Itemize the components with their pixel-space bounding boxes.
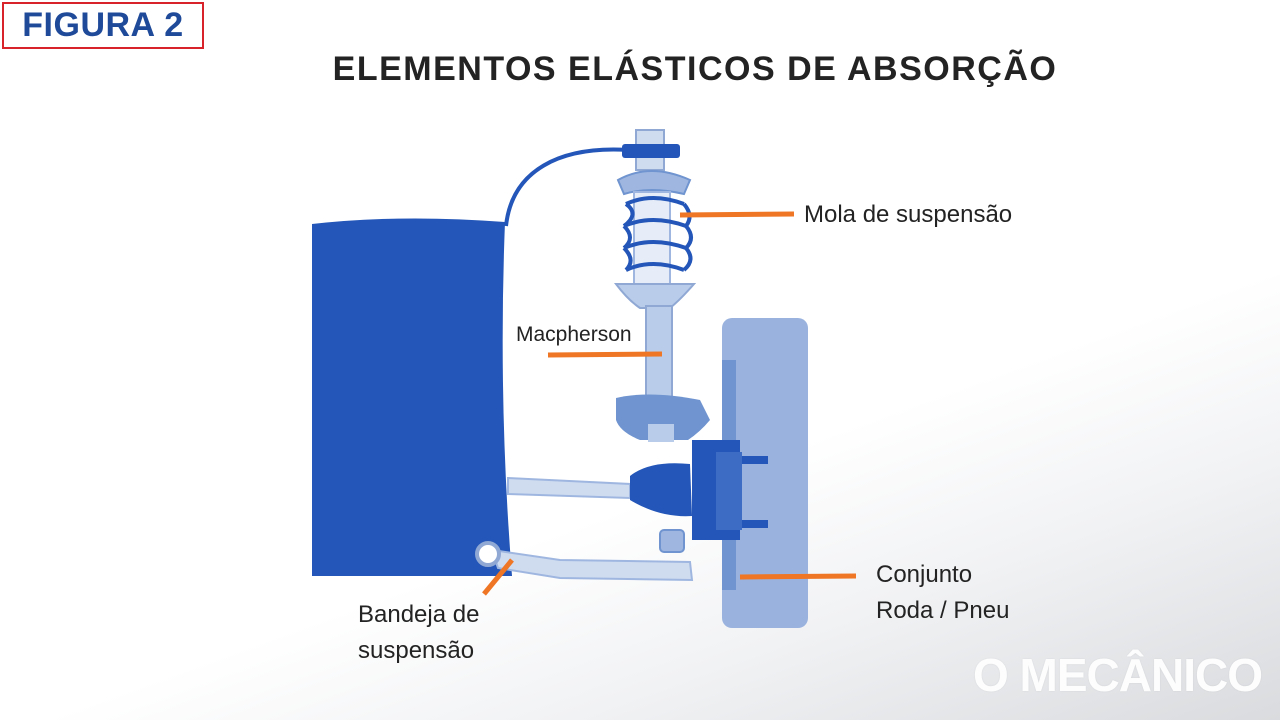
chassis-body (312, 218, 512, 576)
spring-tube (633, 191, 671, 285)
wheel-tire (722, 318, 808, 628)
upper-spring-seat (616, 170, 692, 196)
figure-label: FIGURA 2 (2, 2, 204, 49)
strut-top-mount (622, 144, 680, 158)
leader-strut (547, 351, 663, 358)
lower-control-arm (490, 548, 694, 582)
diagram-title: ELEMENTOS ELÁSTICOS DE ABSORÇÃO (332, 50, 1058, 88)
steering-knuckle (616, 394, 710, 440)
wheel-studs (742, 456, 768, 528)
knuckle-lower (648, 424, 674, 442)
label-spring: Mola de suspensão (804, 201, 1013, 228)
ball-joint (659, 529, 685, 553)
label-control-arm-1: Bandeja de (358, 601, 480, 628)
lower-spring-seat (613, 283, 697, 309)
cv-boot (630, 463, 692, 517)
hub-flange (716, 452, 742, 530)
label-control-arm-2: suspensão (358, 637, 475, 664)
leader-wheel (739, 573, 857, 580)
drive-shaft (507, 476, 631, 500)
strut-hose (504, 147, 629, 227)
leader-spring (679, 211, 795, 218)
leader-control-arm (482, 558, 514, 596)
label-strut: Macpherson (516, 323, 632, 346)
label-wheel-2: Roda / Pneu (876, 597, 1010, 624)
label-wheel-1: Conjunto (876, 561, 973, 588)
brand-logo: O MECÂNICO (973, 649, 1263, 701)
control-arm-bushing (475, 541, 501, 567)
leader-lines (482, 211, 857, 596)
